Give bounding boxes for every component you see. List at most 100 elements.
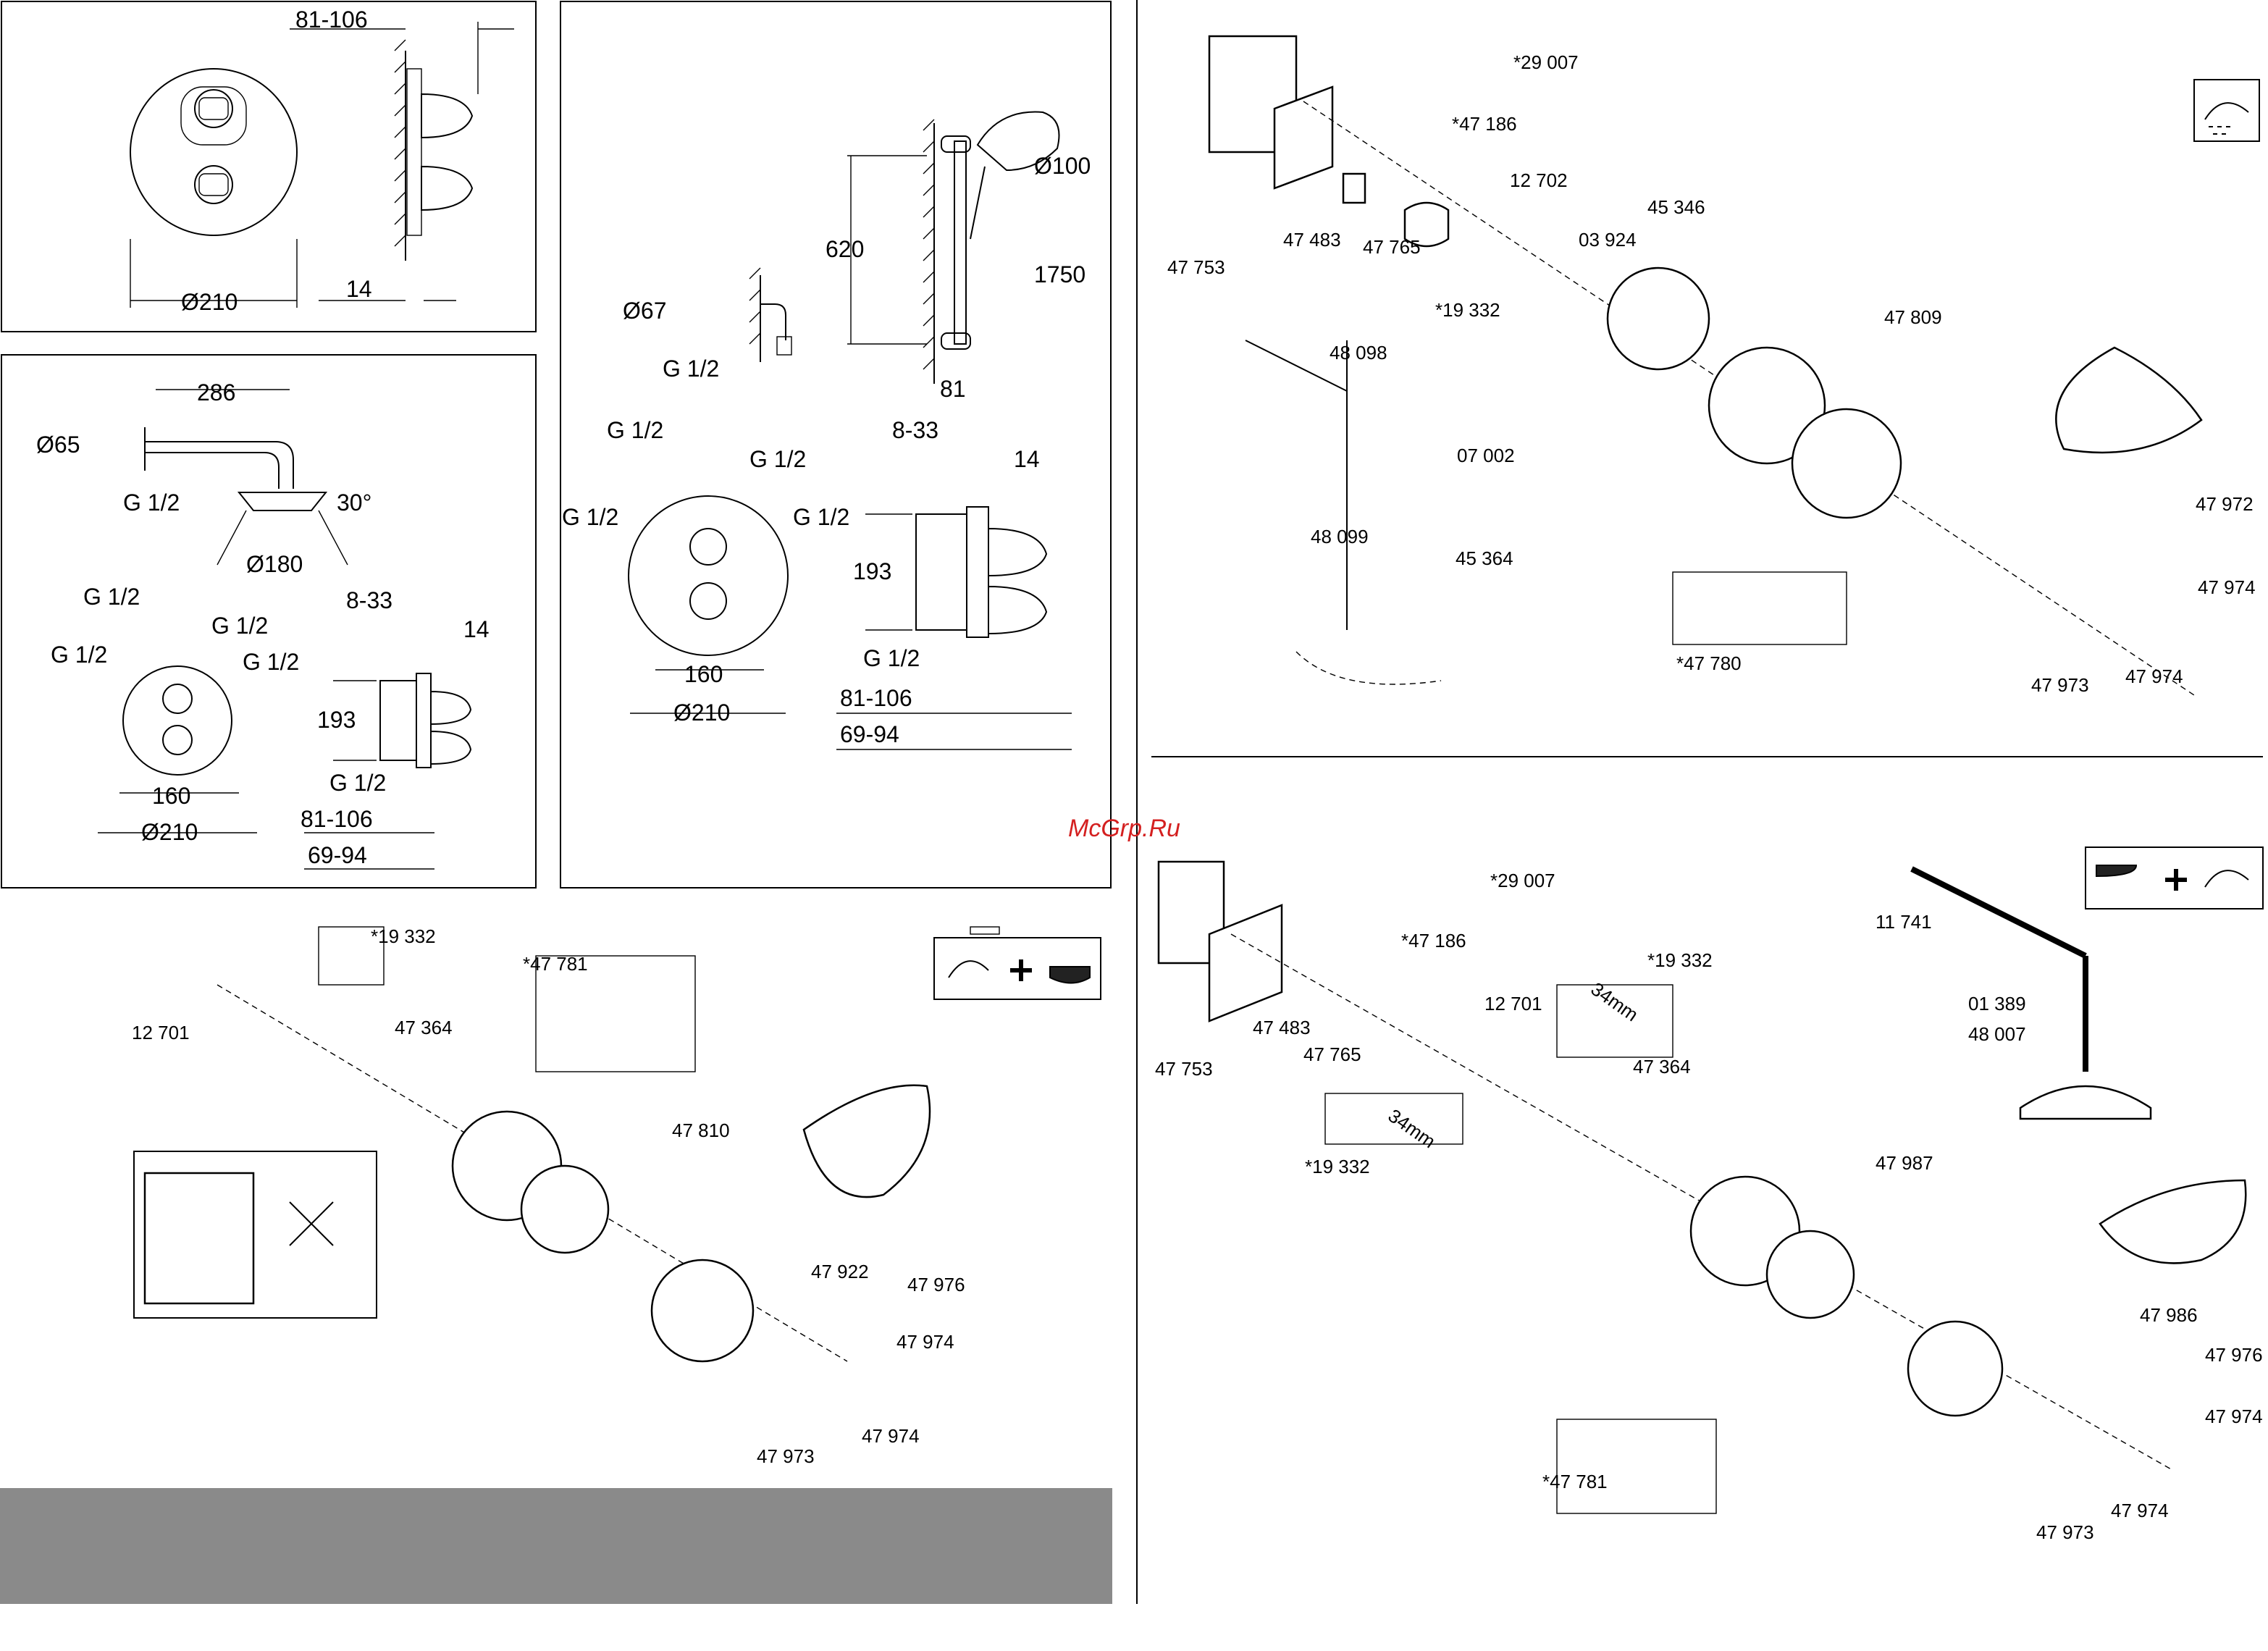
front-dim-wall: 14 (346, 276, 372, 302)
large-dim-height: 193 (853, 558, 891, 584)
tr-part-07002: 07 002 (1457, 445, 1515, 466)
bl-part-47974a: 47 974 (896, 1331, 954, 1353)
bl-part-47976: 47 976 (907, 1274, 965, 1295)
small-g-top-right: G 1/2 (211, 613, 268, 639)
small-g-top-left: G 1/2 (83, 584, 140, 610)
front-dim-depth: 81-106 (295, 7, 368, 33)
rail-dim-height: 620 (826, 236, 864, 262)
br-part-47974a: 47 974 (2205, 1406, 2263, 1427)
br-part-48007: 48 007 (1968, 1023, 2026, 1045)
br-part-11741: 11 741 (1876, 911, 1932, 933)
large-dim-width: 160 (684, 661, 723, 687)
bl-part-47974b: 47 974 (862, 1425, 920, 1447)
tr-part-45364: 45 364 (1456, 547, 1513, 569)
rail-dim-thread: G 1/2 (663, 356, 719, 382)
large-g-top-right: G 1/2 (749, 446, 806, 472)
rail-dim-elbow: Ø67 (623, 298, 666, 324)
br-part-47973: 47 973 (2036, 1521, 2094, 1543)
panel-frame-rail (560, 1, 1112, 888)
br-part-47765: 47 765 (1303, 1043, 1361, 1065)
tr-part-45346: 45 346 (1647, 196, 1705, 218)
br-part-47987: 47 987 (1876, 1152, 1933, 1174)
large-dim-wall: 14 (1014, 446, 1040, 472)
tr-part-29007: *29 007 (1513, 51, 1579, 73)
tr-part-47765: 47 765 (1363, 236, 1421, 258)
small-dim-range: 8-33 (346, 587, 392, 613)
icon-head-hand-shower-box (2085, 846, 2264, 909)
large-g-right: G 1/2 (793, 504, 849, 530)
tr-part-19332: *19 332 (1435, 299, 1500, 321)
large-g-bottom: G 1/2 (863, 645, 920, 671)
large-g-left: G 1/2 (562, 504, 618, 530)
br-part-47976: 47 976 (2205, 1344, 2263, 1366)
br-part-47364: 47 364 (1633, 1056, 1691, 1077)
tr-part-12702: 12 702 (1510, 169, 1568, 191)
small-g-right: G 1/2 (243, 649, 299, 675)
head-dim-flange: Ø65 (36, 432, 80, 458)
small-dim-wall: 14 (463, 616, 490, 642)
panel-frame-front (1, 1, 537, 332)
tr-part-47972: 47 972 (2196, 493, 2254, 515)
br-part-12701: 12 701 (1484, 993, 1542, 1014)
bl-part-47810: 47 810 (672, 1119, 730, 1141)
br-part-29007: *29 007 (1490, 870, 1555, 891)
br-part-01389: 01 389 (1968, 993, 2026, 1014)
bl-part-12701: 12 701 (132, 1022, 190, 1043)
grey-footer-band (0, 1488, 1112, 1604)
tr-part-47186: *47 186 (1452, 113, 1517, 135)
icon-shower-bath-box (933, 937, 1101, 1000)
bl-part-19332: *19 332 (371, 925, 436, 947)
bl-part-47973: 47 973 (757, 1445, 815, 1467)
small-dim-width: 160 (152, 783, 190, 809)
br-part-19332b: *19 332 (1305, 1156, 1370, 1177)
head-dim-thread: G 1/2 (123, 490, 180, 516)
head-dim-head: Ø180 (246, 551, 303, 577)
explode-bottom-left-drawing (133, 926, 1000, 1363)
tr-part-48099: 48 099 (1311, 526, 1369, 547)
small-dim-diameter: Ø210 (141, 819, 198, 845)
small-dim-depth1: 81-106 (301, 806, 373, 832)
explode-top-right-drawing (1208, 35, 2203, 696)
tr-part-47973: 47 973 (2031, 674, 2089, 696)
rail-dim-hand: Ø100 (1034, 153, 1091, 179)
rail-dim-rail: 1750 (1034, 261, 1085, 287)
cartridge-34mm-label: 34mm (1385, 1104, 1440, 1152)
br-part-47781: *47 781 (1542, 1471, 1608, 1492)
bl-part-47364: 47 364 (395, 1017, 453, 1038)
icon-hand-shower-box (2193, 79, 2260, 142)
large-g-top-left: G 1/2 (607, 417, 663, 443)
br-part-47186: *47 186 (1401, 930, 1466, 951)
panel-frame-head (1, 354, 537, 888)
large-dim-depth2: 69-94 (840, 721, 899, 747)
tr-part-47809: 47 809 (1884, 306, 1942, 328)
large-dim-range: 8-33 (892, 417, 938, 443)
large-dim-diameter: Ø210 (673, 700, 730, 726)
tr-part-03924: 03 924 (1579, 229, 1637, 251)
front-dim-diameter: Ø210 (181, 289, 238, 315)
head-dim-arm: 286 (197, 379, 235, 406)
small-dim-height: 193 (317, 707, 356, 733)
br-part-47986: 47 986 (2140, 1304, 2198, 1326)
small-g-left: G 1/2 (51, 642, 107, 668)
tr-part-47974a: 47 974 (2198, 576, 2256, 598)
small-box-drawing (98, 665, 472, 870)
tr-part-47780: *47 780 (1676, 652, 1742, 674)
br-part-47974b: 47 974 (2111, 1500, 2169, 1521)
small-g-bottom: G 1/2 (329, 770, 386, 796)
head-dim-angle: 30° (337, 490, 371, 516)
tr-part-47753: 47 753 (1167, 256, 1225, 278)
front-view-drawing (130, 22, 514, 308)
explode-bottom-right-drawing (1157, 860, 2247, 1514)
head-shower-drawing (144, 389, 348, 566)
watermark: McGrp.Ru (1068, 815, 1180, 842)
rail-dim-offset: 81 (940, 376, 966, 402)
tr-part-48098: 48 098 (1330, 342, 1387, 364)
large-box-drawing (628, 495, 1072, 750)
small-dim-depth2: 69-94 (308, 842, 367, 868)
bl-part-47922: 47 922 (811, 1261, 869, 1282)
rail-drawing (749, 111, 1060, 384)
large-dim-depth1: 81-106 (840, 685, 912, 711)
br-part-47483: 47 483 (1253, 1017, 1311, 1038)
tr-part-47483: 47 483 (1283, 229, 1341, 251)
